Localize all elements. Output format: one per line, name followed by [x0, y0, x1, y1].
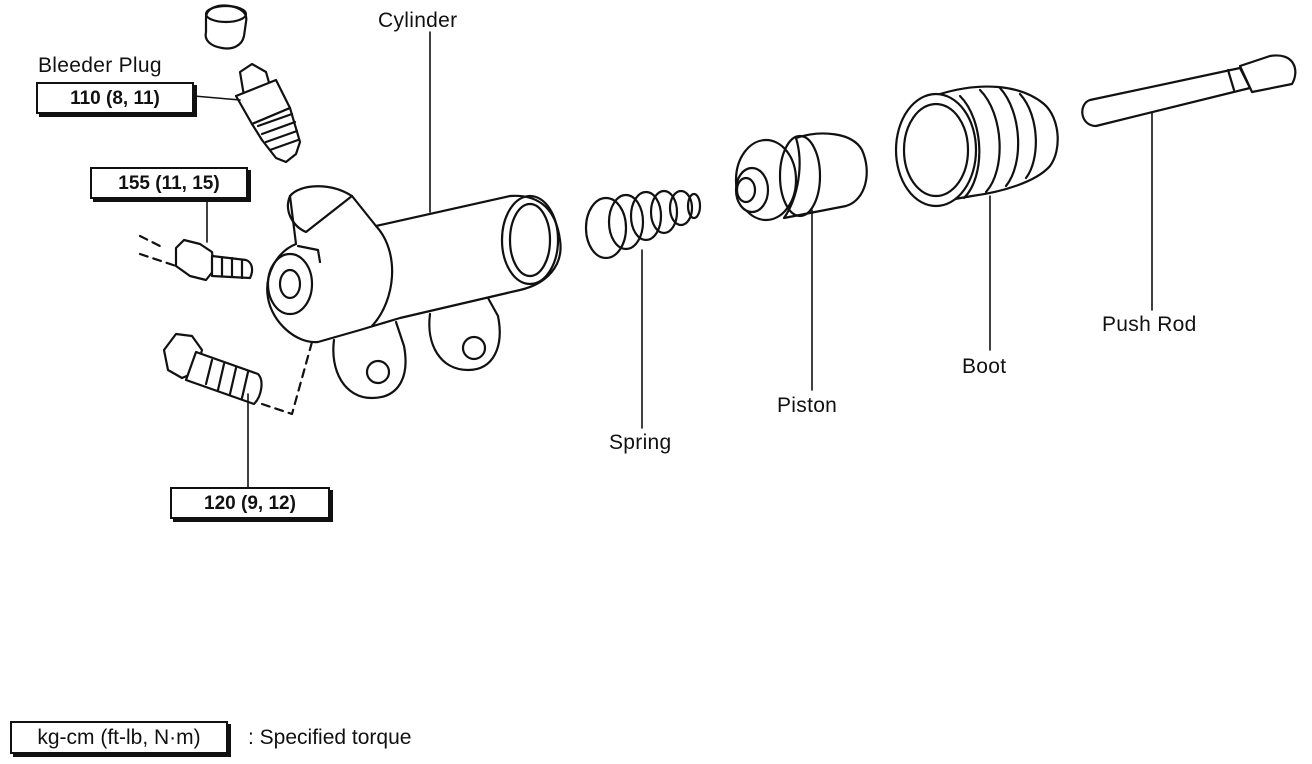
bleeder-cap-part — [204, 4, 248, 50]
torque-box-union-bolt: 155 (11, 15) — [90, 167, 248, 199]
boot-part — [894, 85, 1059, 208]
boot-label: Boot — [962, 355, 1007, 378]
legend-unit-box: kg-cm (ft-lb, N·m) — [10, 721, 228, 754]
push-rod-part — [1081, 54, 1297, 128]
torque-box-bleeder-plug: 110 (8, 11) — [36, 82, 194, 114]
spring-part — [584, 189, 702, 260]
piston-part — [734, 132, 868, 222]
cylinder-label: Cylinder — [378, 9, 458, 32]
bleeder-plug-label: Bleeder Plug — [38, 54, 162, 77]
push-rod-label: Push Rod — [1102, 313, 1197, 336]
legend-text: : Specified torque — [248, 726, 412, 749]
piston-label: Piston — [777, 394, 838, 417]
leader-lines — [193, 31, 1153, 489]
bleeder-plug-part — [234, 62, 302, 164]
cylinder-part — [266, 185, 562, 400]
spring-label: Spring — [609, 431, 672, 454]
torque-box-mount-bolt: 120 (9, 12) — [170, 487, 330, 519]
union-bolt-part — [138, 234, 254, 282]
mount-bolt-part — [162, 332, 314, 416]
